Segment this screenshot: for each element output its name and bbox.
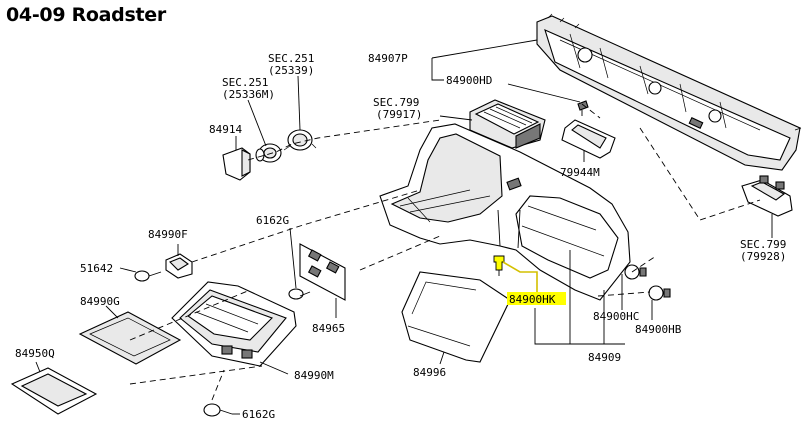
part-84907p-upper-panel xyxy=(536,13,802,171)
part-6162g-top-screw xyxy=(288,288,311,300)
part-84990g-sheet xyxy=(78,311,182,365)
part-84965-bracket xyxy=(299,243,346,301)
label-sec799-a-sub: (79917) xyxy=(376,108,422,121)
label-84900hb: 84900HB xyxy=(635,323,682,336)
part-79944m-bezel xyxy=(561,119,616,159)
label-6162g-top: 6162G xyxy=(256,214,289,227)
label-51642: 51642 xyxy=(80,262,113,275)
part-84900hb-grommet xyxy=(648,285,671,301)
label-sec251-b-title: SEC.251 xyxy=(222,76,268,89)
label-sec251-a-title: SEC.251 xyxy=(268,52,314,65)
part-25339-switch xyxy=(283,129,317,151)
highlight-84900hk xyxy=(507,292,566,305)
label-84900hk: 84900HK xyxy=(509,293,556,306)
part-84990m-box xyxy=(171,281,297,367)
label-84907p: 84907P xyxy=(368,52,408,65)
part-84900hc-grommet xyxy=(624,264,647,280)
label-84990f: 84990F xyxy=(148,228,188,241)
part-cluster-lid-frame xyxy=(379,123,631,301)
label-sec251-b-sub: (25336M) xyxy=(222,88,275,101)
part-84900hk-clip xyxy=(493,255,505,276)
part-84996-pad xyxy=(401,271,511,363)
callout-labels: 84907P 84900HD SEC.251 (25339) SEC.251 (… xyxy=(15,52,786,421)
label-84900hd: 84900HD xyxy=(446,74,492,87)
leader-lines xyxy=(35,39,773,415)
label-84965: 84965 xyxy=(312,322,345,335)
part-84900hd-clip xyxy=(577,100,589,116)
label-84950q: 84950Q xyxy=(15,347,55,360)
part-25336m-switch xyxy=(255,143,282,163)
assembly-dashed-lines xyxy=(129,103,761,401)
part-6162g-bottom-screw xyxy=(203,403,233,417)
label-84990m: 84990M xyxy=(294,369,334,382)
part-79917-vent-box xyxy=(469,99,546,149)
label-sec251-a-sub: (25339) xyxy=(268,64,314,77)
part-79928-bracket xyxy=(741,175,793,217)
label-79944m: 79944M xyxy=(560,166,600,179)
label-84914: 84914 xyxy=(209,123,242,136)
part-84990f-clip xyxy=(165,253,193,279)
label-sec799-a-title: SEC.799 xyxy=(373,96,419,109)
part-51642-screw xyxy=(134,270,162,282)
label-6162g-bottom: 6162G xyxy=(242,408,275,421)
label-84900hc: 84900HC xyxy=(593,310,639,323)
label-84996: 84996 xyxy=(413,366,446,379)
part-84950q-tray xyxy=(10,367,98,415)
label-84990g: 84990G xyxy=(80,295,120,308)
part-84914-cover xyxy=(222,147,251,181)
diagram-title: 04-09 Roadster xyxy=(6,4,166,26)
label-sec799-b-sub: (79928) xyxy=(740,250,786,263)
label-84909: 84909 xyxy=(588,351,621,364)
label-sec799-b-title: SEC.799 xyxy=(740,238,786,251)
